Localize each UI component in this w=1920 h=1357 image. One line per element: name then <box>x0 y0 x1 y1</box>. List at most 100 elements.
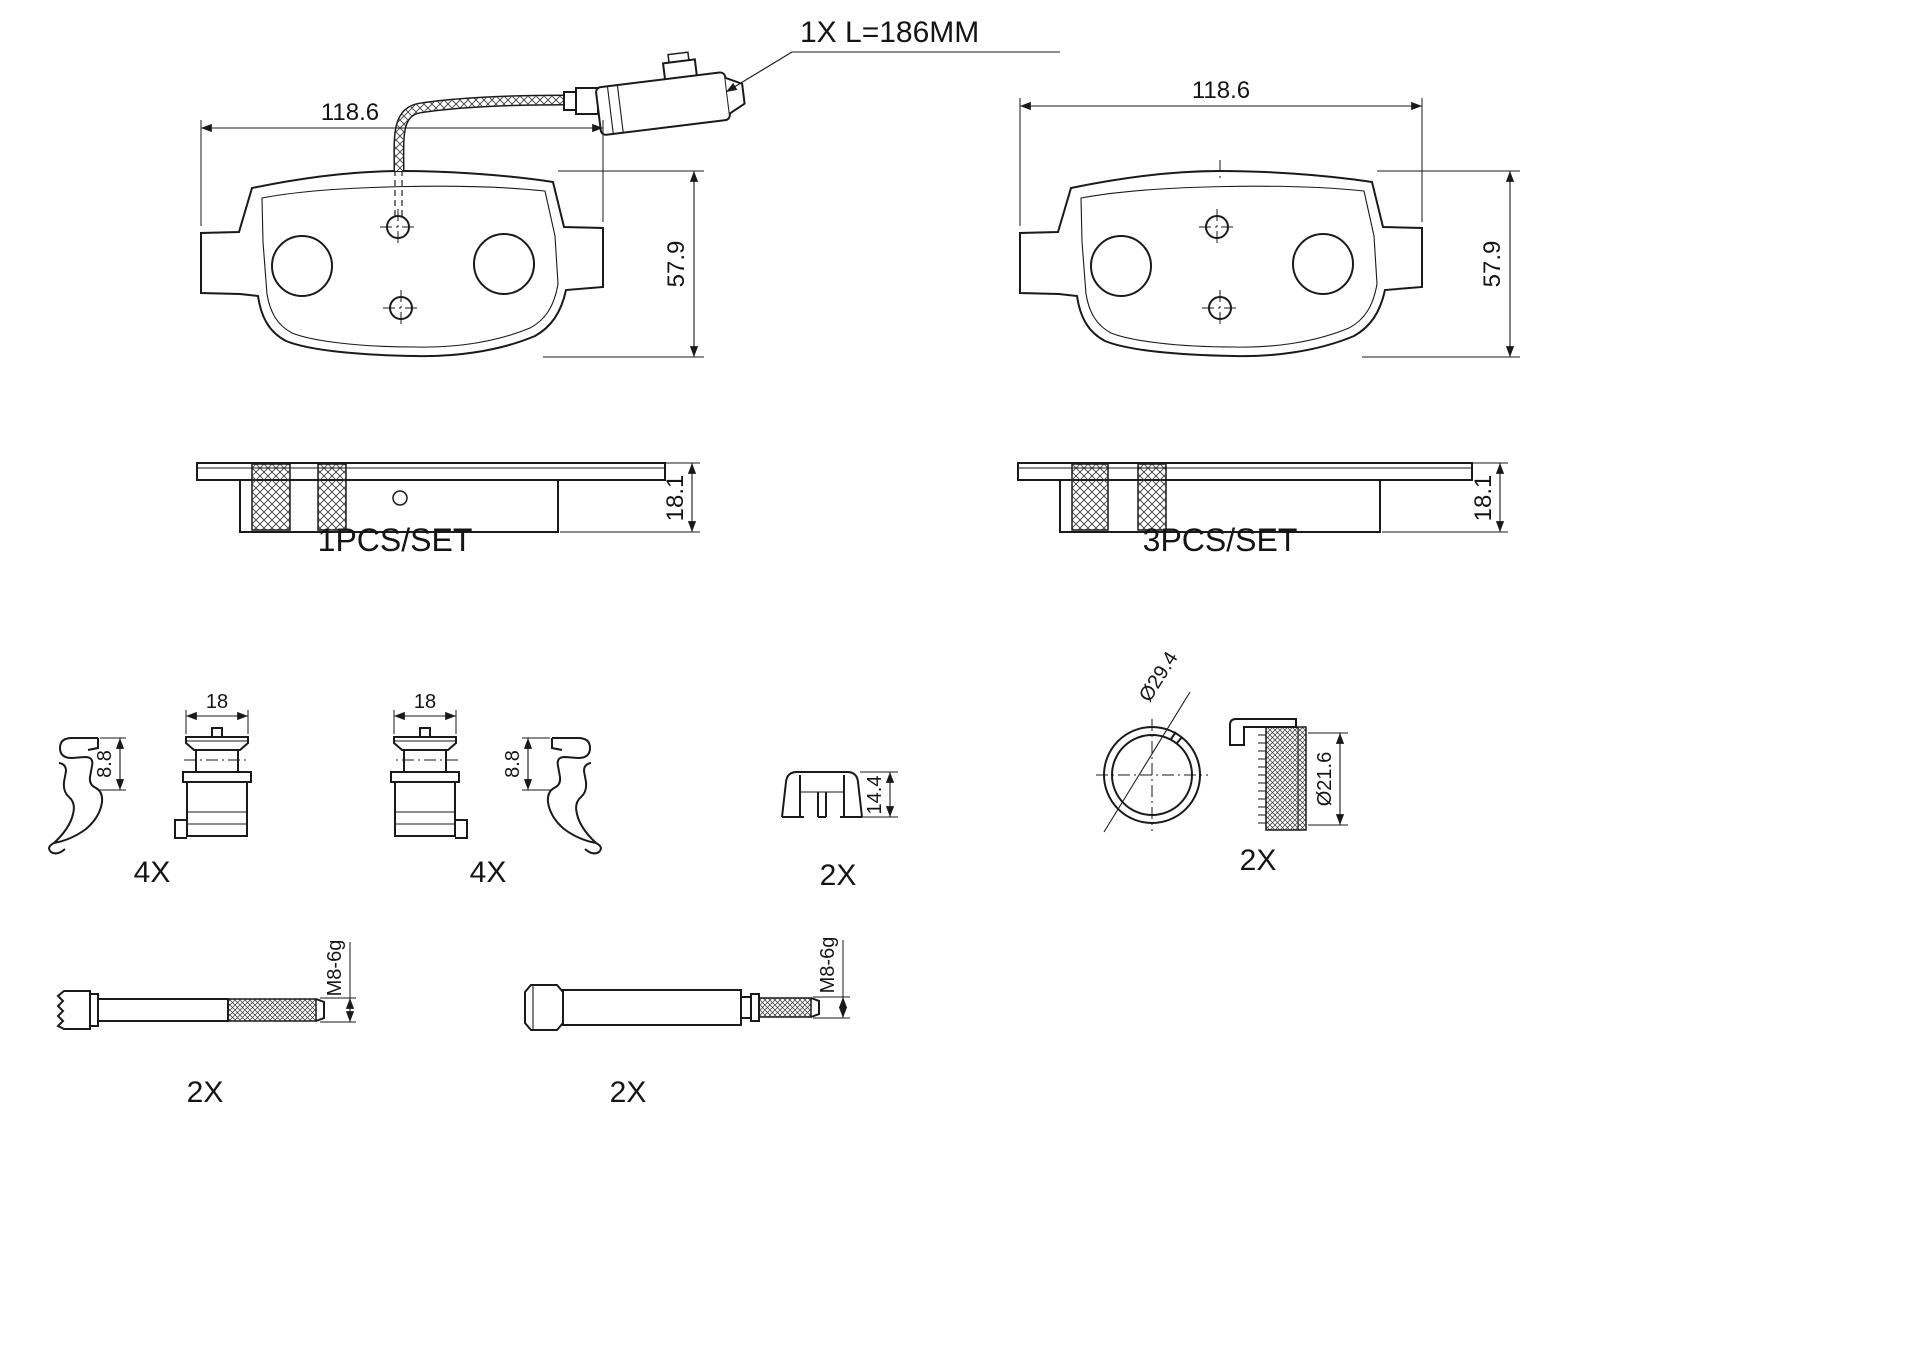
dim-text: Ø21.6 <box>1314 752 1336 806</box>
ext-lines <box>393 710 457 734</box>
bolt-thread <box>758 997 812 1018</box>
dim-sleeve-diameter: Ø21.6 <box>1308 732 1348 826</box>
ext-lines <box>320 997 356 1023</box>
ring-bushing: Ø29.4 <box>1096 648 1208 833</box>
ring-centerlines <box>1096 719 1208 831</box>
ring-diameter-leader <box>1103 691 1191 833</box>
clip-profile <box>546 737 600 845</box>
shim-section-1 <box>251 463 291 531</box>
bolt2-qty-label: 2X <box>610 1076 647 1109</box>
bushing-stem <box>211 727 223 738</box>
guide-bolt-2 <box>524 984 820 1031</box>
shim-section-2 <box>317 463 347 531</box>
wear-sensor: 1X L=186MM <box>393 16 1060 216</box>
guide-bushing-left <box>174 727 252 839</box>
sensor-connector <box>595 51 746 136</box>
connector-tab <box>661 58 698 80</box>
spring-clip-right <box>546 737 602 855</box>
bushing-collar <box>182 771 252 783</box>
bolt-washer <box>750 993 760 1022</box>
ring-diameter-text: Ø29.4 <box>1135 648 1183 706</box>
clip-foot-curl <box>48 842 66 855</box>
sleeve-bracket <box>1229 718 1307 831</box>
shim-section-1 <box>1071 463 1109 531</box>
bushing-foot <box>174 819 187 839</box>
friction-block <box>1059 479 1381 533</box>
bolt-shank <box>562 989 742 1026</box>
dim-clip-right-height: 8.8 <box>502 737 552 791</box>
connector-detail-lines <box>606 84 624 134</box>
dim-bolt2-thread: M8-6g <box>813 937 850 1019</box>
dim-text: 18 <box>414 691 436 713</box>
spring-clip-left <box>48 737 104 855</box>
rivet-hole <box>392 490 408 506</box>
friction-block <box>239 479 559 533</box>
guide-bushing-right <box>390 727 468 839</box>
thread-text: M8-6g <box>324 940 346 997</box>
bolt-tip <box>810 997 820 1018</box>
dim-text: 57.9 <box>663 241 690 288</box>
brake-pad-front-right <box>1019 170 1423 358</box>
cap-slot <box>817 792 827 817</box>
clip-profile <box>50 737 104 845</box>
ext-lines <box>1362 170 1520 358</box>
pad-edge-view-right: 18.1 3PCS/SET <box>1017 462 1508 558</box>
dim-text: 118.6 <box>1192 77 1250 104</box>
bolt-head <box>56 990 91 1030</box>
clip-tab <box>551 738 563 751</box>
brake-pad-front-left <box>200 170 604 358</box>
sensor-wire-braid <box>394 96 567 172</box>
dim-clip-left-height: 8.8 <box>94 737 126 791</box>
ring-split <box>1170 731 1183 744</box>
dim-cap-height: 14.4 <box>860 771 898 818</box>
dim-guide-left-width: 18 <box>185 691 249 734</box>
clip-foot-curl <box>584 842 602 855</box>
clip-tab <box>87 738 99 751</box>
dim-text: 8.8 <box>502 750 524 778</box>
body-grooves <box>187 811 247 825</box>
bolt-head <box>524 984 564 1031</box>
group2-qty-label: 4X <box>470 856 507 889</box>
bolt-thread <box>227 998 317 1022</box>
connector-body <box>595 71 731 136</box>
dim-text: 8.8 <box>94 750 116 778</box>
ext-lines <box>1019 98 1423 226</box>
sensor-label: 1X L=186MM <box>800 16 979 49</box>
ext-lines <box>543 170 704 358</box>
sensor-ferrule-small <box>563 91 577 111</box>
guide-bolt-1 <box>56 990 325 1030</box>
cap-qty-label: 2X <box>820 859 857 892</box>
ring-qty-label: 2X <box>1240 844 1277 877</box>
bolt1-qty-label: 2X <box>187 1076 224 1109</box>
dim-text: 118.6 <box>321 99 379 126</box>
dim-pad-left-height: 57.9 <box>543 170 704 358</box>
bolt-shank <box>97 998 229 1022</box>
thickness-dim-text: 18.1 <box>662 475 689 522</box>
thread-text: M8-6g <box>817 937 839 994</box>
dim-text: 57.9 <box>1479 241 1506 288</box>
shim-section-2 <box>1137 463 1167 531</box>
sleeve-body <box>1265 726 1307 831</box>
bolt-flange <box>89 993 99 1027</box>
pad-edge-view-left: 18.1 1PCS/SET <box>196 462 700 558</box>
bushing-neck <box>195 750 239 772</box>
dim-pad-right-height: 57.9 <box>1362 170 1520 358</box>
sensor-leader-line <box>725 51 793 93</box>
bolt-tip <box>315 998 325 1022</box>
dim-text: 14.4 <box>864 776 886 815</box>
cap-legs-outer <box>799 775 845 817</box>
ext-lines <box>522 737 552 791</box>
bushing-body <box>186 781 248 837</box>
bolt-groove <box>740 996 752 1019</box>
dim-pad-right-width: 118.6 <box>1019 77 1423 226</box>
thickness-dim-text: 18.1 <box>1470 475 1497 522</box>
dim-text: 18 <box>206 691 228 713</box>
retainer-cap <box>781 771 863 818</box>
sleeve-teeth <box>1258 734 1266 824</box>
set-label: 3PCS/SET <box>1143 522 1298 558</box>
ext-lines <box>185 710 249 734</box>
bushing-cap <box>185 736 249 751</box>
sensor-ferrule-large <box>575 87 599 115</box>
